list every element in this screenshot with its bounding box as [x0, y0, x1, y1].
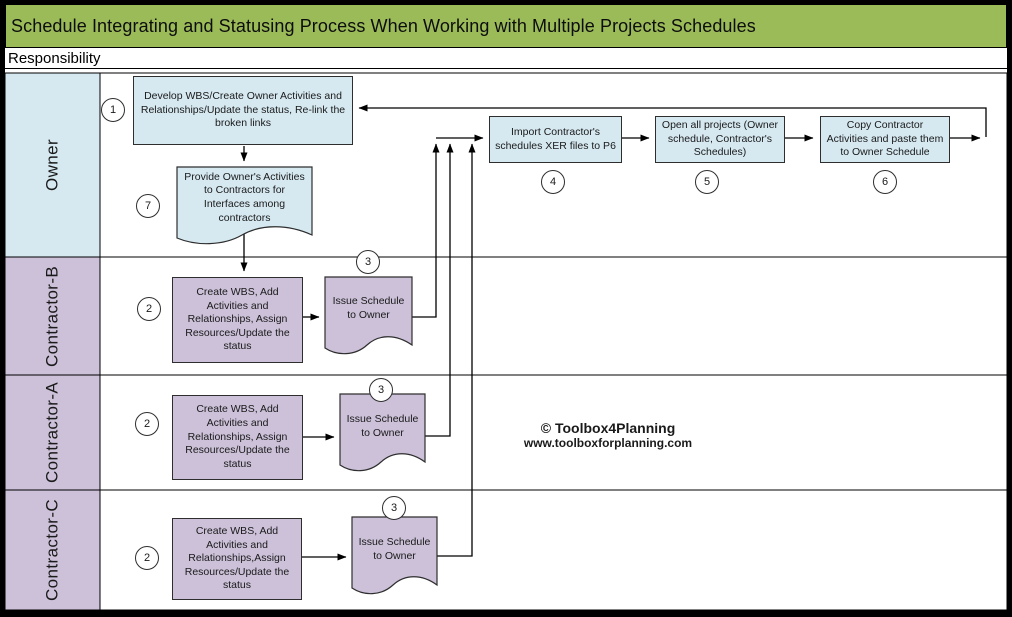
- responsibility-bar: Responsibility: [5, 48, 1007, 69]
- process-box-b-create-wbs: Create WBS, Add Activities and Relations…: [172, 277, 303, 363]
- document-text-provide: Provide Owner's Activities to Contractor…: [184, 170, 305, 224]
- process-box-c-create-wbs: Create WBS, Add Activities and Relations…: [172, 518, 302, 600]
- step-circle-3-c: 3: [382, 496, 406, 520]
- process-box-develop-wbs: Develop WBS/Create Owner Activities and …: [133, 76, 353, 145]
- step-circle-2-b: 2: [137, 297, 161, 321]
- step-circle-2-a: 2: [135, 412, 159, 436]
- process-box-a-create-wbs: Create WBS, Add Activities and Relations…: [172, 395, 303, 480]
- step-circle-3-a: 3: [369, 378, 393, 402]
- step-circle-5: 5: [695, 170, 719, 194]
- step-circle-1: 1: [101, 98, 125, 122]
- step-circle-4: 4: [541, 170, 565, 194]
- step-circle-7: 7: [136, 194, 160, 218]
- process-box-open-projects: Open all projects (Owner schedule, Contr…: [655, 116, 785, 163]
- responsibility-label: Responsibility: [8, 49, 101, 67]
- watermark-url: www.toolboxforplanning.com: [523, 436, 693, 450]
- connector-a-issue-up: [425, 143, 454, 437]
- document-text-b-issue: Issue Schedule to Owner: [332, 295, 405, 321]
- outer-border-top: [0, 0, 1012, 4]
- outer-border-bottom: [0, 610, 1012, 617]
- connector-b-issue-up: [412, 143, 440, 318]
- lane-label-contractor-a: Contractor-A: [42, 381, 62, 484]
- watermark-brand: © Toolbox4Planning: [540, 420, 676, 436]
- outer-border-left: [0, 0, 5, 617]
- title-bar: Schedule Integrating and Statusing Proce…: [5, 4, 1007, 48]
- watermark: © Toolbox4Planning www.toolboxforplannin…: [458, 420, 758, 451]
- outer-border-right: [1007, 0, 1012, 617]
- lane-label-contractor-c: Contractor-C: [42, 498, 62, 602]
- step-circle-6: 6: [873, 170, 897, 194]
- process-box-copy-paste: Copy Contractor Activities and paste the…: [820, 116, 950, 163]
- document-text-c-issue: Issue Schedule to Owner: [358, 536, 431, 562]
- connector-c-issue-up: [437, 143, 476, 557]
- step-circle-2-c: 2: [135, 546, 159, 570]
- lane-label-contractor-b: Contractor-B: [42, 265, 62, 367]
- page-title: Schedule Integrating and Statusing Proce…: [11, 15, 756, 36]
- lane-label-owner: Owner: [42, 138, 62, 192]
- document-text-a-issue: Issue Schedule to Owner: [346, 413, 419, 439]
- process-box-import-xer: Import Contractor's schedules XER files …: [489, 116, 622, 163]
- step-circle-3-b: 3: [356, 250, 380, 274]
